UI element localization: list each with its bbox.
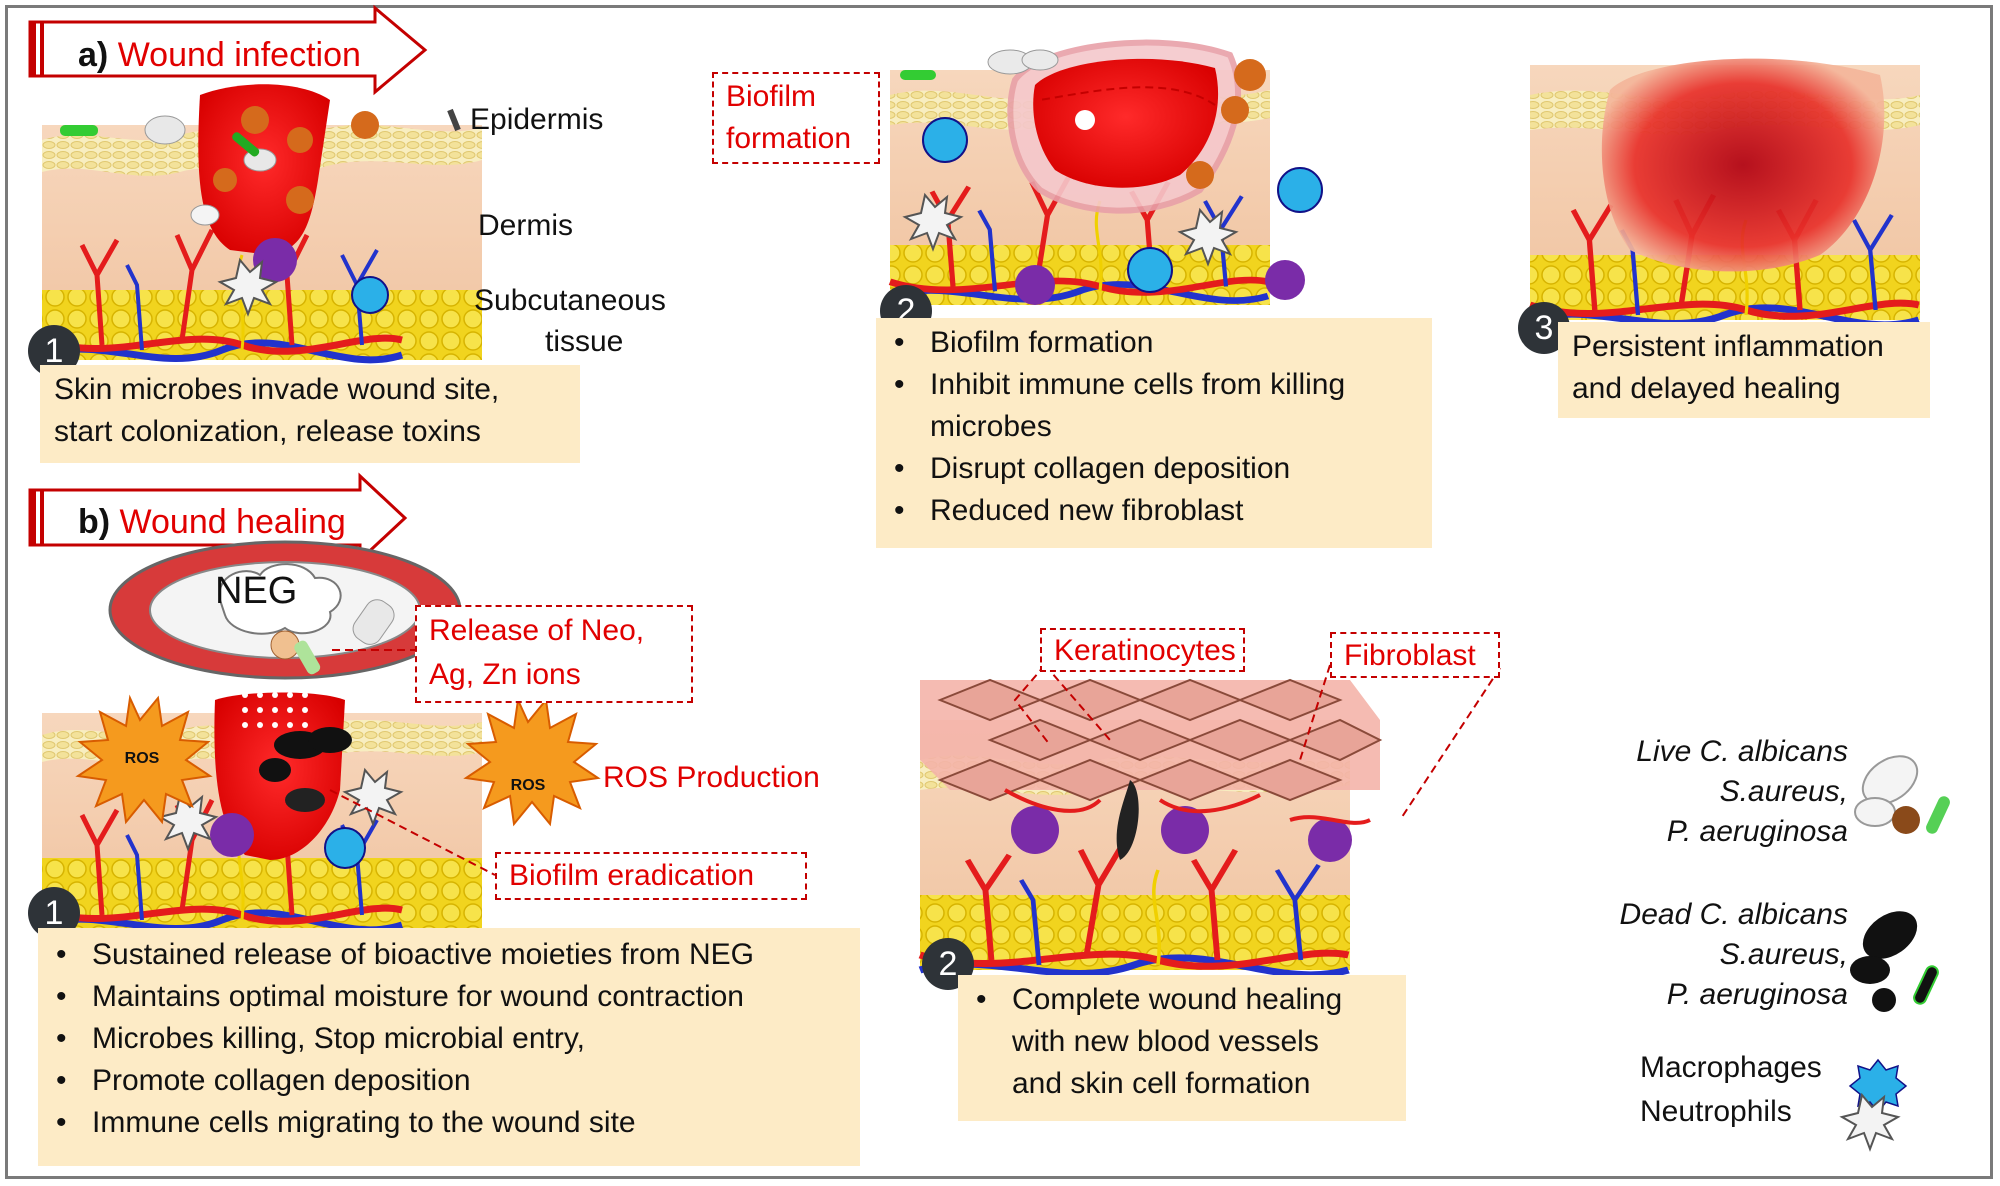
legend-live-line-1: Live C. albicans [1636,735,1848,768]
label-tissue: tissue [545,325,624,358]
b1-bullet-1: Sustained release of bioactive moieties … [56,934,846,976]
header-arrow-wound-infection [28,4,428,96]
panel-b-letter: b) [78,503,111,541]
b1-bullet-3: Microbes killing, Stop microbial entry, [56,1018,846,1060]
legend-dead: Dead C. albicans S.aureus, P. aeruginosa [1620,895,1848,1015]
neg-dressing-disc [108,540,462,680]
b2-bullet-1-cont-2: and skin cell formation [1012,1067,1311,1100]
figure-border [5,5,1993,1179]
legend-icon-neutrophil [1839,1092,1901,1152]
caption-a1-line-1: Skin microbes invade wound site, [54,373,500,406]
legend-dead-line-1: Dead C. albicans [1619,898,1848,931]
callout-biofilm-line-1: Biofilm [726,80,817,113]
b1-bullet-4: Promote collagen deposition [56,1060,846,1102]
caption-a1-line-2: start colonization, release toxins [54,415,481,448]
header-arrow-wound-healing [28,472,408,564]
ros-burst-right: ROS [463,696,601,827]
a2-bullet-4: Reduced new fibroblast [894,490,1418,532]
legend-dead-line-2: S.aureus, [1719,938,1848,971]
callout-biofilm-formation: Biofilm formation [712,72,880,164]
b1-bullet-2: Maintains optimal moisture for wound con… [56,976,846,1018]
caption-a3: Persistent inflammation and delayed heal… [1558,322,1930,418]
callout-biofilm-line-2: formation [726,122,852,155]
panel-a-letter: a) [78,36,109,74]
label-dermis: Dermis [478,209,573,242]
legend-icon-dead [1850,911,1939,1012]
panel-b-header: b) Wound healing [78,500,346,544]
skin-cross-section-a2 [890,39,1323,305]
caption-b2: Complete wound healing with new blood ve… [958,975,1406,1121]
caption-a3-line-2: and delayed healing [1572,372,1841,405]
legend-live-line-2: S.aureus, [1719,775,1848,808]
panel-a-title: Wound infection [117,36,361,74]
caption-a1: Skin microbes invade wound site, start c… [40,365,580,463]
b1-bullet-5: Immune cells migrating to the wound site [56,1102,846,1144]
callout-fibroblast: Fibroblast [1330,632,1500,678]
legend-icon-live [1854,755,1950,834]
legend-dead-line-3: P. aeruginosa [1666,978,1848,1011]
panel-b-title: Wound healing [119,503,346,541]
callout-keratinocytes: Keratinocytes [1040,628,1245,672]
legend-neutrophils: Neutrophils [1640,1095,1792,1128]
label-ros-production: ROS Production [603,761,820,794]
callout-release-line-2: Ag, Zn ions [429,658,581,691]
skin-cross-section-a1 [42,84,482,360]
callout-release-line-1: Release of Neo, [429,614,645,647]
ros-label-left: ROS [125,750,160,767]
legend-macrophages: Macrophages [1640,1051,1822,1084]
caption-a3-line-1: Persistent inflammation [1572,330,1884,363]
skin-cross-section-b2 [920,664,1501,975]
a2-bullet-2-cont: microbes [930,410,1052,443]
panel-a-header: a) Wound infection [78,33,361,77]
legend-live-line-3: P. aeruginosa [1666,815,1848,848]
caption-a2: Biofilm formation Inhibit immune cells f… [876,318,1432,548]
b2-bullet-1-cont: with new blood vessels [1012,1025,1319,1058]
a2-bullet-3: Disrupt collagen deposition [894,448,1418,490]
label-epidermis: Epidermis [470,103,604,136]
legend-live: Live C. albicans S.aureus, P. aeruginosa [1636,732,1848,852]
b2-bullet-1: Complete wound healing [976,979,1392,1021]
ros-burst-left: ROS [75,694,213,825]
a2-bullet-2: Inhibit immune cells from killing [894,364,1418,406]
neg-label: NEG [215,570,298,612]
a2-bullet-1: Biofilm formation [894,322,1418,364]
caption-b1: Sustained release of bioactive moieties … [38,928,860,1166]
callout-biofilm-eradication: Biofilm eradication [495,852,807,900]
label-subcutaneous: Subcutaneous [474,284,666,317]
callout-release-ions: Release of Neo, Ag, Zn ions [415,605,693,703]
skin-cross-section-a3 [1530,58,1920,325]
callout-line-biofilm [329,789,496,876]
ros-label-right: ROS [511,777,546,794]
